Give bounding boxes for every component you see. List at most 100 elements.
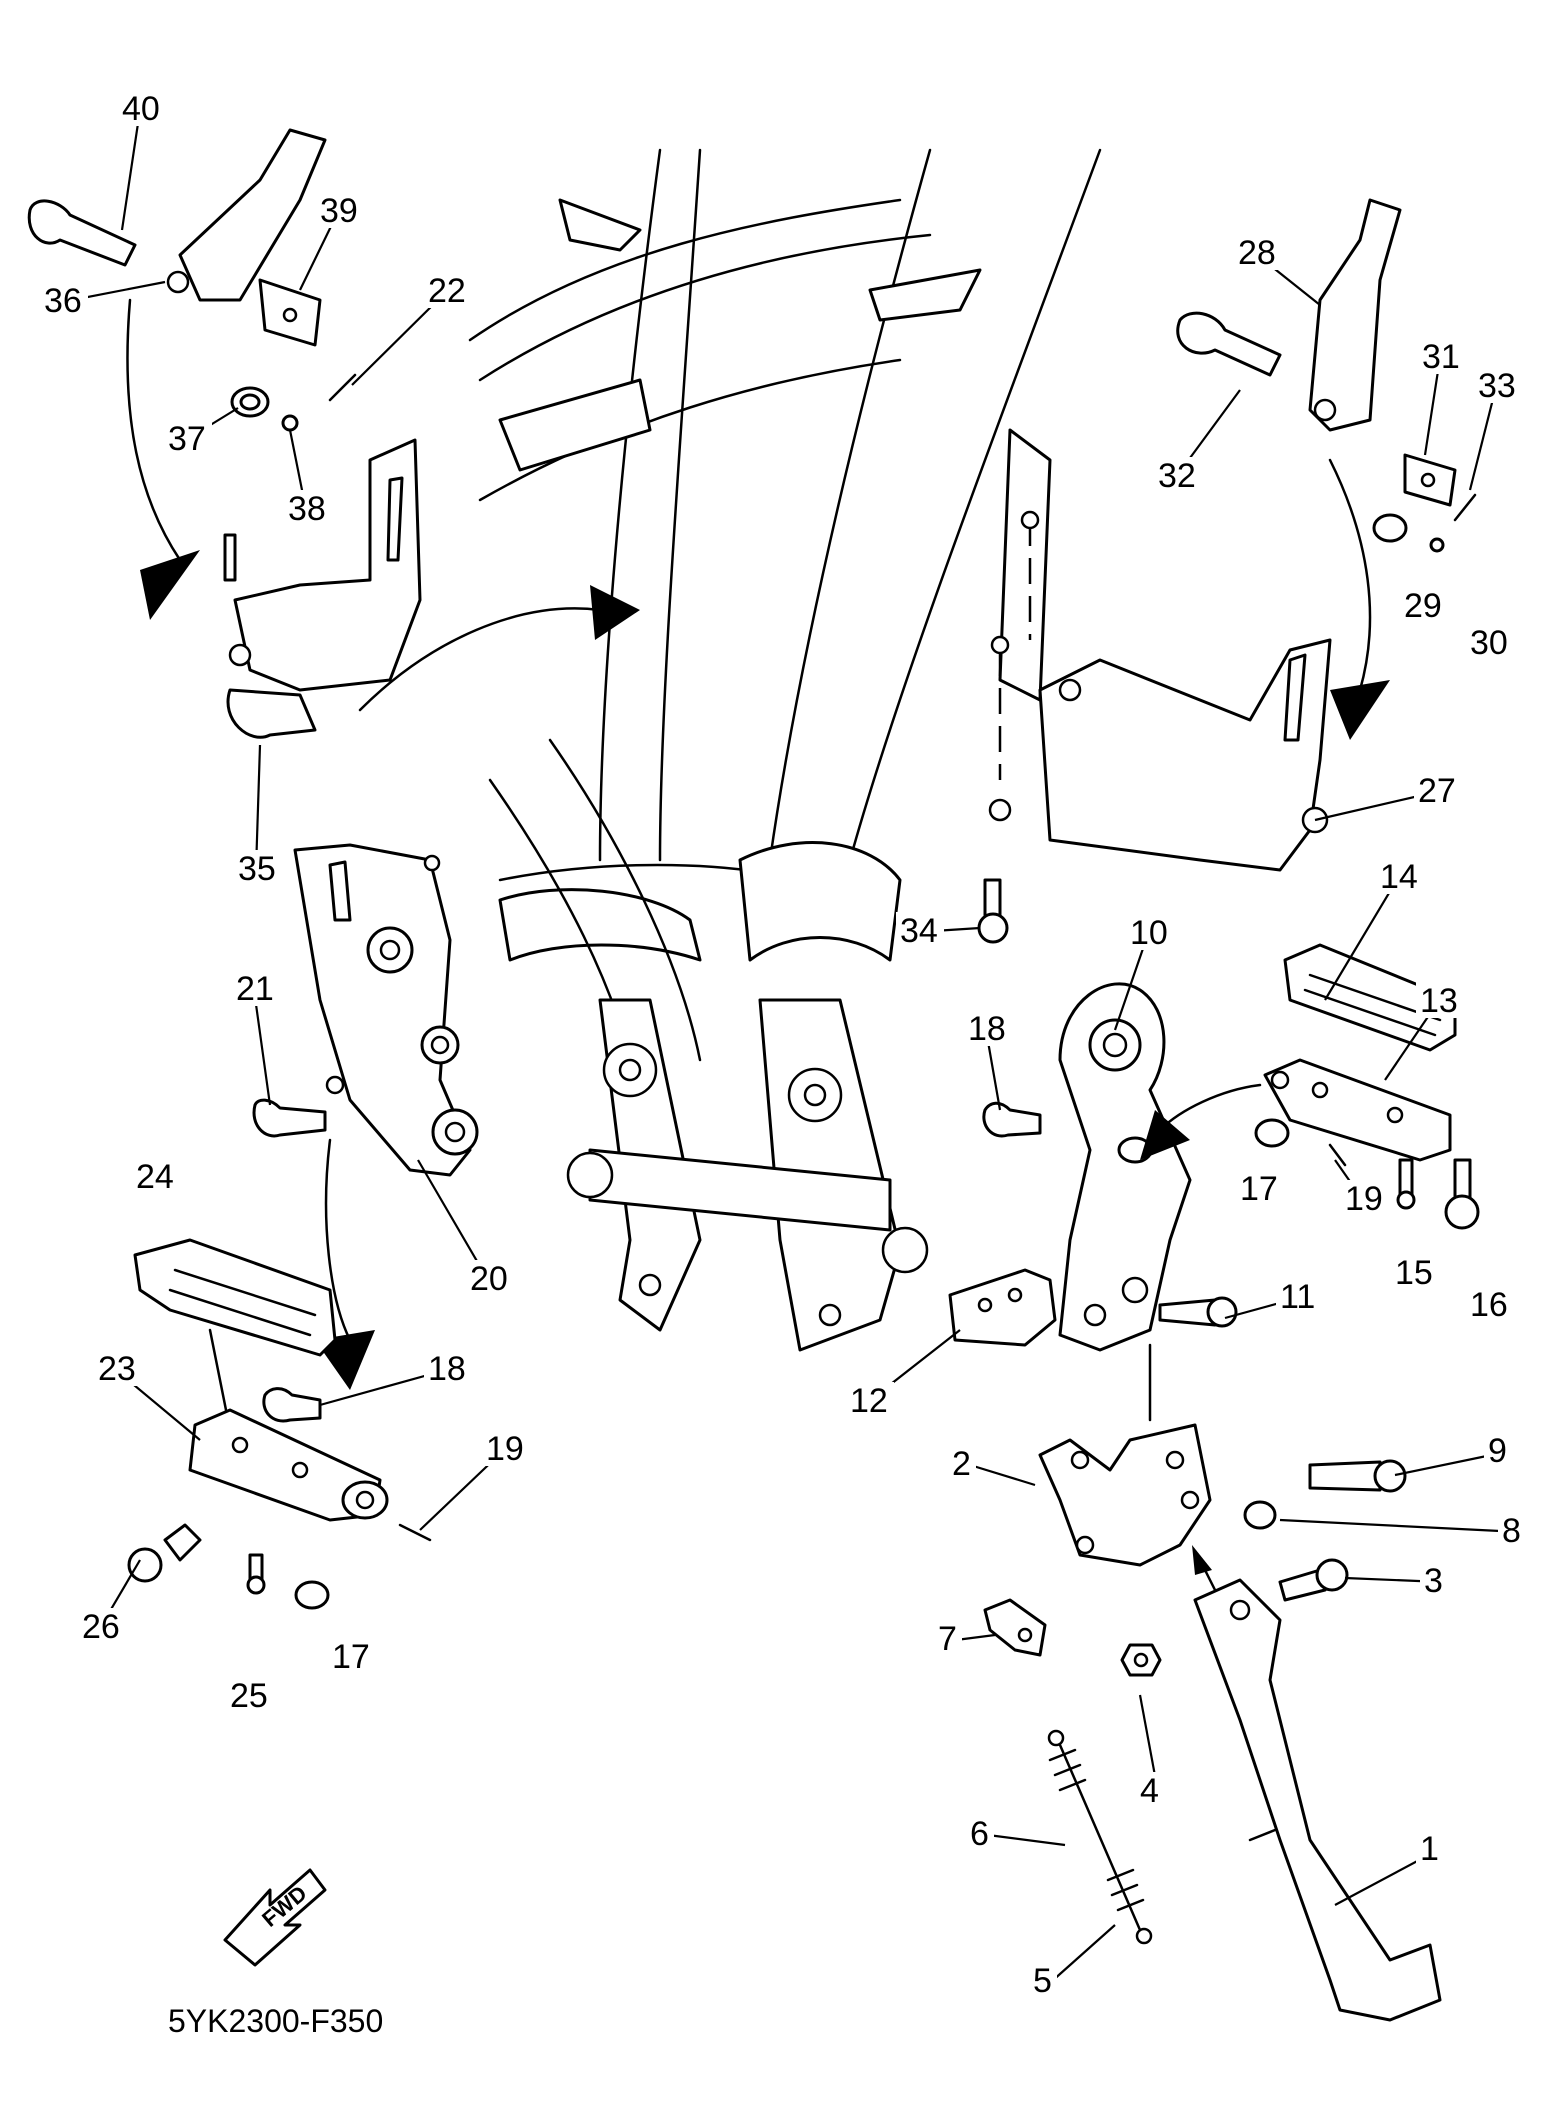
leader-line-c8: [1279, 1518, 1521, 1534]
callout-bg-c3: [1420, 1562, 1448, 1598]
fwd-arrow-icon: [223, 1868, 327, 1967]
cotter-pin-22: [328, 373, 357, 402]
callout-c38: 38: [288, 490, 326, 528]
callout-c20: 20: [470, 1260, 508, 1298]
spring-29: [1372, 513, 1408, 543]
callout-bg-c22: [424, 272, 472, 308]
callout-bg-c17b: [1236, 1170, 1284, 1206]
rear-footrest-bracket-27: [1038, 638, 1332, 872]
callout-bg-c13: [1416, 982, 1464, 1018]
callout-bg-c30: [1466, 624, 1514, 660]
callout-c12: 12: [850, 1382, 888, 1420]
callout-c27: 27: [1418, 772, 1456, 810]
callout-c33: 33: [1478, 367, 1516, 405]
plate-7: [983, 1598, 1047, 1657]
callout-bg-c6: [966, 1815, 994, 1851]
callout-c14: 14: [1380, 858, 1418, 896]
callout-bg-c19b: [1341, 1180, 1389, 1216]
bolt-3: [1278, 1568, 1327, 1602]
callout-c2: 2: [952, 1445, 971, 1483]
callout-c3: 3: [1424, 1562, 1443, 1600]
callout-c15: 15: [1395, 1254, 1433, 1292]
frame: [468, 148, 1102, 1352]
rear-footrest-arm-28: [1308, 198, 1402, 432]
footrest-13: [1263, 1058, 1452, 1162]
callout-c4: 4: [1140, 1772, 1159, 1810]
callout-bg-c25: [226, 1677, 274, 1713]
callout-bg-c7: [934, 1620, 962, 1656]
callout-bg-c36: [40, 282, 88, 318]
callout-c37: 37: [168, 420, 206, 458]
callout-c29: 29: [1404, 587, 1442, 625]
callout-bg-c12: [846, 1382, 894, 1418]
callout-c18b: 18: [968, 1010, 1006, 1048]
footrest-rubber-24: [133, 1238, 337, 1357]
callout-bg-c18a: [424, 1350, 472, 1386]
callout-c26: 26: [82, 1608, 120, 1646]
callout-bg-c20: [466, 1260, 514, 1296]
callout-bg-c37: [164, 420, 212, 456]
callout-c1: 1: [1420, 1830, 1439, 1868]
pin-40: [27, 199, 137, 267]
callout-bg-c32: [1154, 457, 1202, 493]
callout-c34: 34: [900, 912, 938, 950]
callout-c24: 24: [136, 1158, 174, 1196]
leader-line-c40: [120, 109, 142, 231]
callout-c9: 9: [1488, 1432, 1507, 1470]
left-rear-footrest-group: [27, 128, 640, 739]
callout-c11: 11: [1280, 1278, 1315, 1316]
leader-line-c7: [955, 1633, 996, 1642]
callout-bg-c1: [1416, 1830, 1444, 1866]
callout-bg-c39: [316, 192, 364, 228]
callout-bg-c28: [1234, 234, 1282, 270]
callout-c8: 8: [1502, 1512, 1521, 1550]
callout-bg-c16: [1466, 1286, 1514, 1322]
leader-line-c14: [1324, 877, 1399, 1001]
sidestand-group: [983, 1343, 1442, 2022]
pin-18-left: [262, 1387, 322, 1423]
callout-bg-c26: [78, 1608, 126, 1644]
callout-c10: 10: [1130, 914, 1168, 952]
callout-c16: 16: [1470, 1286, 1508, 1324]
callout-c23: 23: [98, 1350, 136, 1388]
leader-line-c21: [252, 989, 272, 1106]
callout-c36: 36: [44, 282, 82, 320]
leader-line-c6: [987, 1833, 1066, 1847]
footrest-rubber-14: [1283, 943, 1457, 1052]
callout-bg-c14: [1376, 858, 1424, 894]
callout-c19a: 19: [486, 1430, 524, 1468]
callouts: 4039223637383521202418231926251728313332…: [40, 90, 1526, 2000]
rear-footrest-arm: [178, 128, 327, 302]
fwd-arrow: FWD: [223, 1868, 327, 1967]
callout-c18a: 18: [428, 1350, 466, 1388]
callout-c25: 25: [230, 1677, 268, 1715]
leader-line-c33: [1468, 386, 1498, 491]
right-footrest-bracket-group: [948, 943, 1480, 1352]
callout-bg-c21: [232, 970, 280, 1006]
leader-line-c5: [1050, 1924, 1116, 1983]
callout-c19b: 19: [1345, 1180, 1383, 1218]
callout-bg-c33: [1474, 367, 1522, 403]
callout-bg-c17a: [328, 1638, 376, 1674]
callout-bg-c24: [132, 1158, 180, 1194]
callout-bg-c15: [1391, 1254, 1439, 1290]
left-footrest-bracket-group: [252, 843, 479, 1390]
ball-30: [1429, 537, 1445, 553]
callout-c17b: 17: [1240, 1170, 1278, 1208]
cotter-19-left: [398, 1523, 432, 1542]
bolt-26: [163, 1523, 202, 1562]
callout-bg-c31: [1418, 338, 1466, 374]
sidestand-1: [1193, 1578, 1442, 2022]
leader-line-c35: [254, 744, 262, 871]
callout-bg-c38: [284, 490, 332, 526]
callout-c7: 7: [938, 1620, 957, 1658]
diagram-code: 5YK2300-F350: [168, 2003, 383, 2039]
callout-bg-c5: [1029, 1962, 1057, 1998]
callout-bg-c11: [1276, 1278, 1324, 1314]
callout-c30: 30: [1470, 624, 1508, 662]
callout-bg-c2: [948, 1445, 976, 1481]
plate-12: [948, 1268, 1057, 1347]
callout-c39: 39: [320, 192, 358, 230]
callout-c32: 32: [1158, 457, 1196, 495]
callout-bg-c35: [234, 850, 282, 886]
